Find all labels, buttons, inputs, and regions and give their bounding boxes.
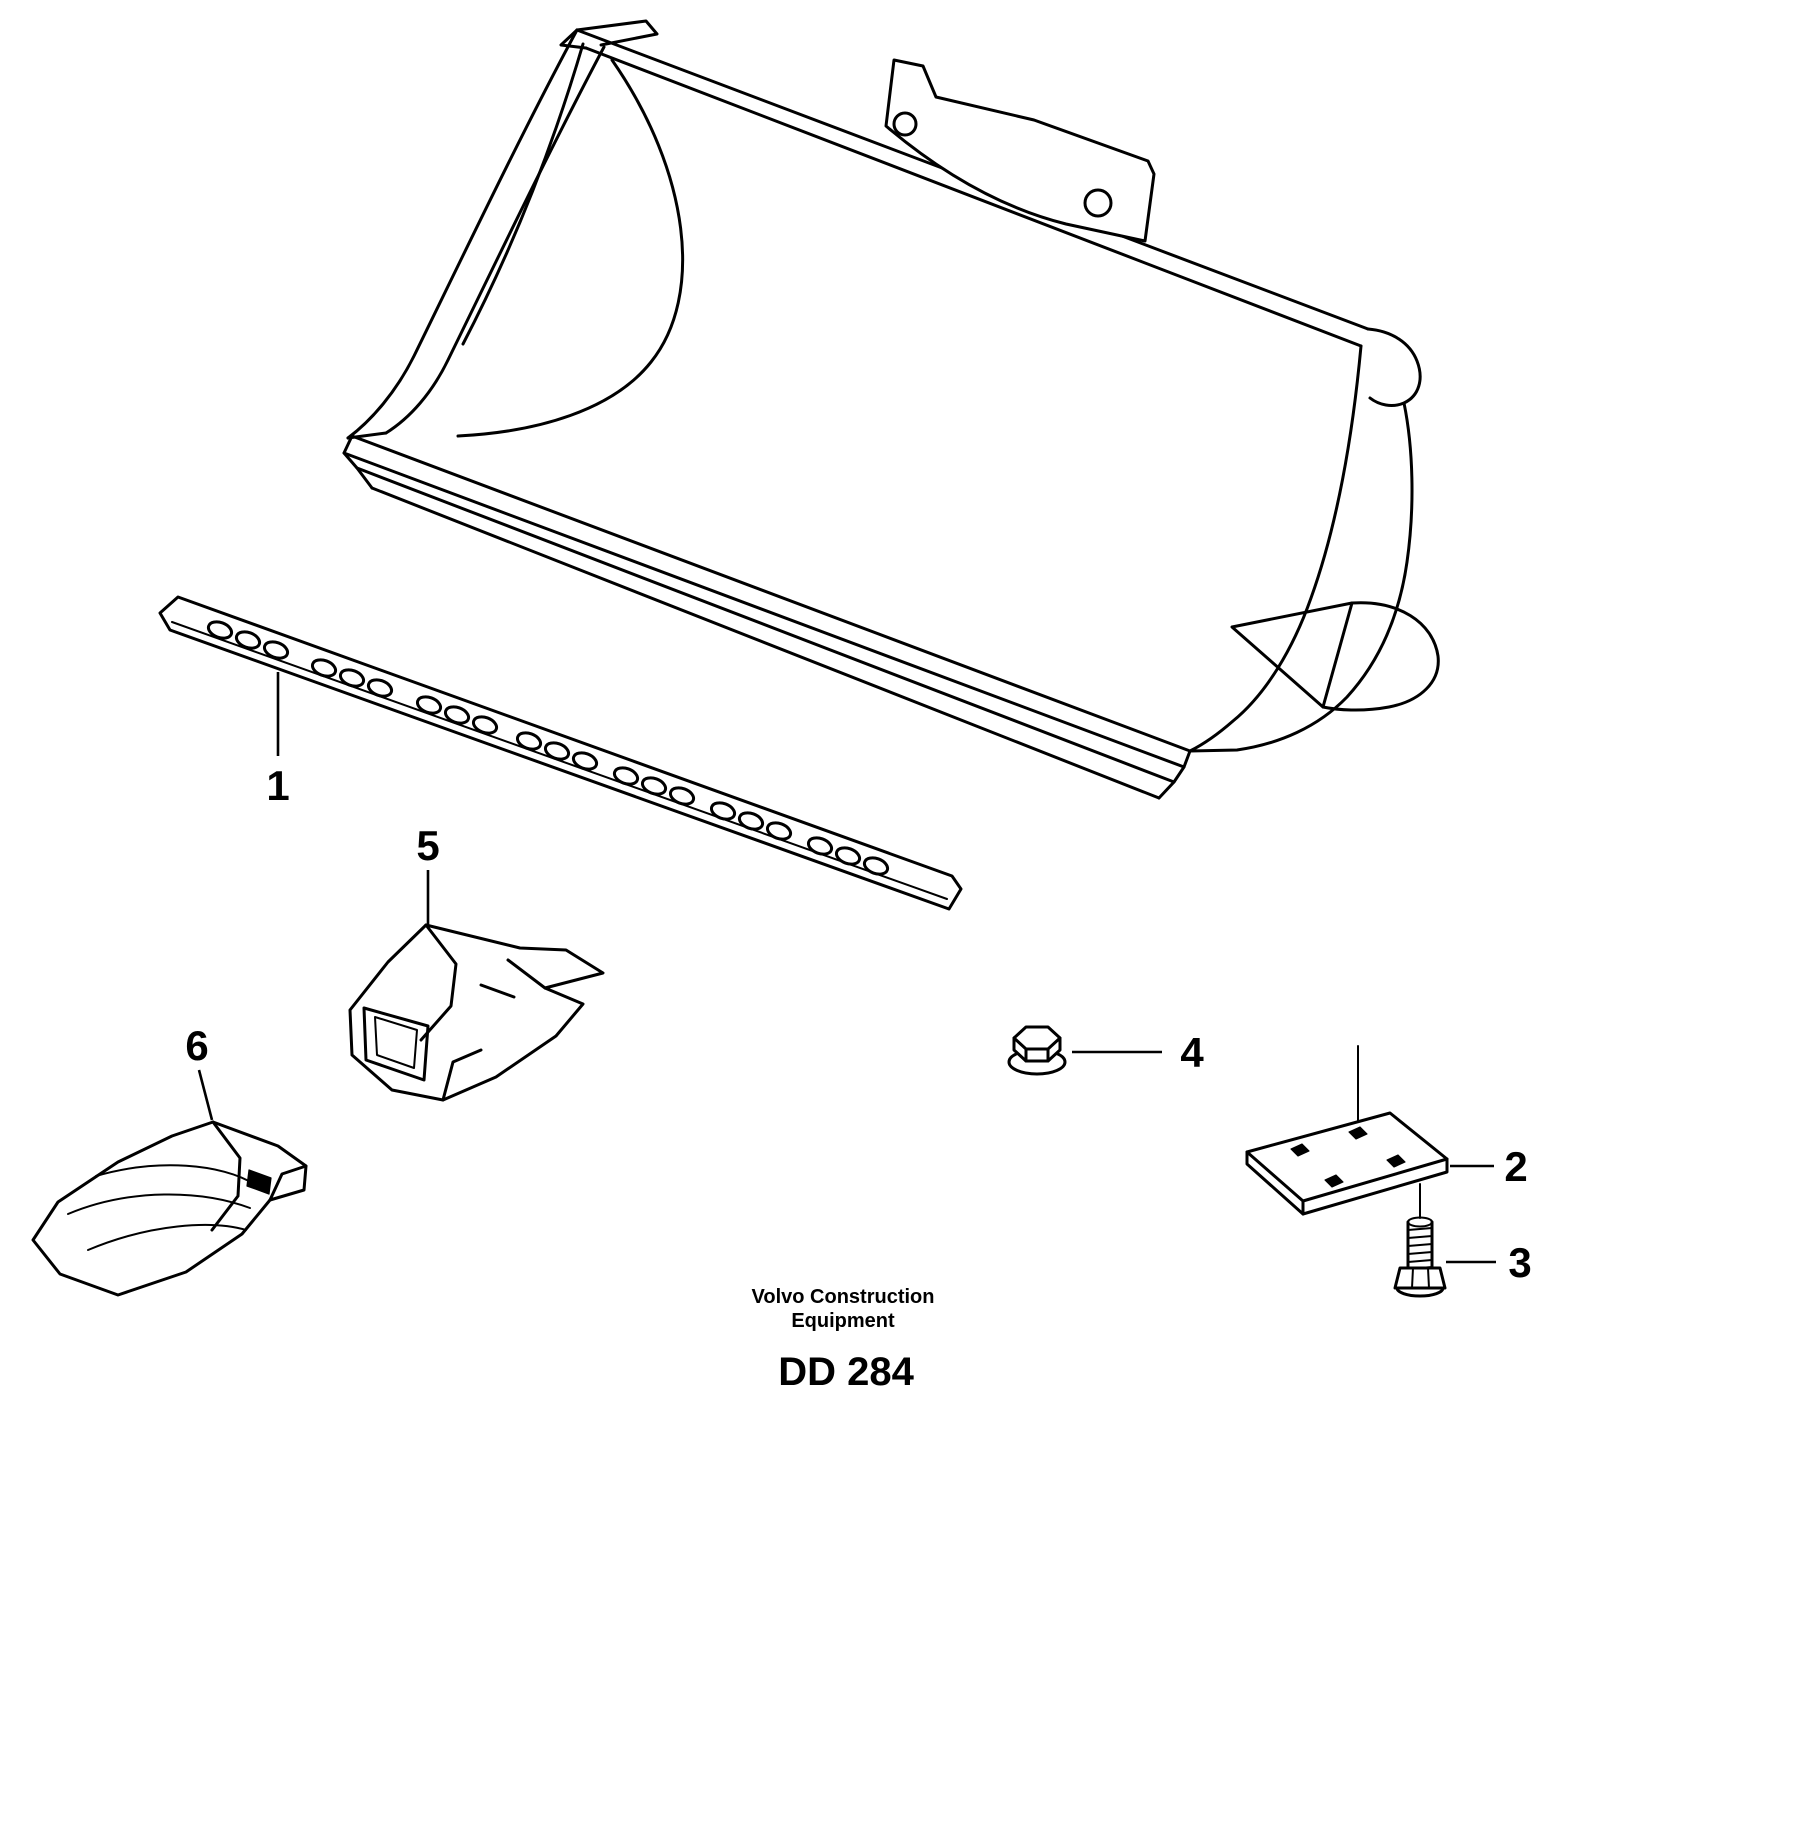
shim-plate-part: [1245, 1045, 1449, 1216]
bolt-hole: [806, 836, 834, 856]
bolt-hole: [737, 811, 765, 831]
bolt-hole: [415, 695, 443, 715]
part-label-4: 4: [1180, 1029, 1204, 1076]
drawing-code: DD 284: [778, 1350, 914, 1394]
nut-part: [1007, 1025, 1067, 1076]
part-label-6: 6: [185, 1022, 208, 1069]
brand-line-2: Equipment: [791, 1310, 895, 1332]
part-number-labels: 1 5 6 4 2 3: [185, 762, 1531, 1286]
bolt-hole: [234, 630, 262, 650]
bolt-hole: [709, 801, 737, 821]
plate-hole: [1348, 1126, 1368, 1140]
plate-hole: [1290, 1143, 1310, 1157]
bolt-hole: [338, 668, 366, 688]
bracket-hole-right: [1083, 188, 1113, 218]
brand-line-1: Volvo Construction: [752, 1286, 935, 1308]
plate-hole: [1324, 1174, 1344, 1188]
bolt-hole: [471, 715, 499, 735]
bracket-hole-left: [892, 111, 918, 137]
tooth-socket: [362, 1006, 430, 1082]
footer-title-block: Volvo Construction Equipment DD 284: [752, 1286, 935, 1394]
part-label-2: 2: [1504, 1143, 1527, 1190]
bolt-hole: [612, 766, 640, 786]
edge-bolt-holes: [206, 620, 890, 876]
bucket-right-side-plate: [1188, 401, 1414, 753]
cutting-edge-part: [158, 595, 963, 911]
bucket-lip: [350, 434, 1192, 753]
bucket-shell-curve: [456, 58, 685, 438]
bolt-hole: [543, 741, 571, 761]
adapter-outline: [31, 1120, 308, 1297]
bolt-hole: [862, 856, 890, 876]
bolt-hole: [515, 731, 543, 751]
leader-lines: [197, 672, 1496, 1264]
bolt-hole: [366, 678, 394, 698]
part-label-1: 1: [266, 762, 289, 809]
bolt-hole: [310, 658, 338, 678]
tooth-adapter-part: [31, 1120, 308, 1297]
tooth-outline: [348, 923, 605, 1102]
bolt-hole: [571, 751, 599, 771]
bucket-assembly: [342, 19, 1440, 800]
adapter-slot: [246, 1169, 272, 1195]
leader-line-6: [197, 1069, 214, 1121]
plate-hole: [1386, 1154, 1406, 1168]
bucket-tooth-part: [348, 923, 605, 1102]
bolt-hole: [443, 705, 471, 725]
bolt-hole: [262, 640, 290, 660]
part-label-3: 3: [1508, 1239, 1531, 1286]
part-label-5: 5: [416, 822, 439, 869]
bolt-hole: [765, 821, 793, 841]
bolt-hole: [206, 620, 234, 640]
bolt-head: [1393, 1266, 1447, 1290]
bolt-hole: [640, 776, 668, 796]
bolt-hole: [668, 786, 696, 806]
bucket-left-side-plate: [346, 28, 579, 440]
bolt-hole: [834, 846, 862, 866]
bolt-part: [1393, 1183, 1447, 1298]
